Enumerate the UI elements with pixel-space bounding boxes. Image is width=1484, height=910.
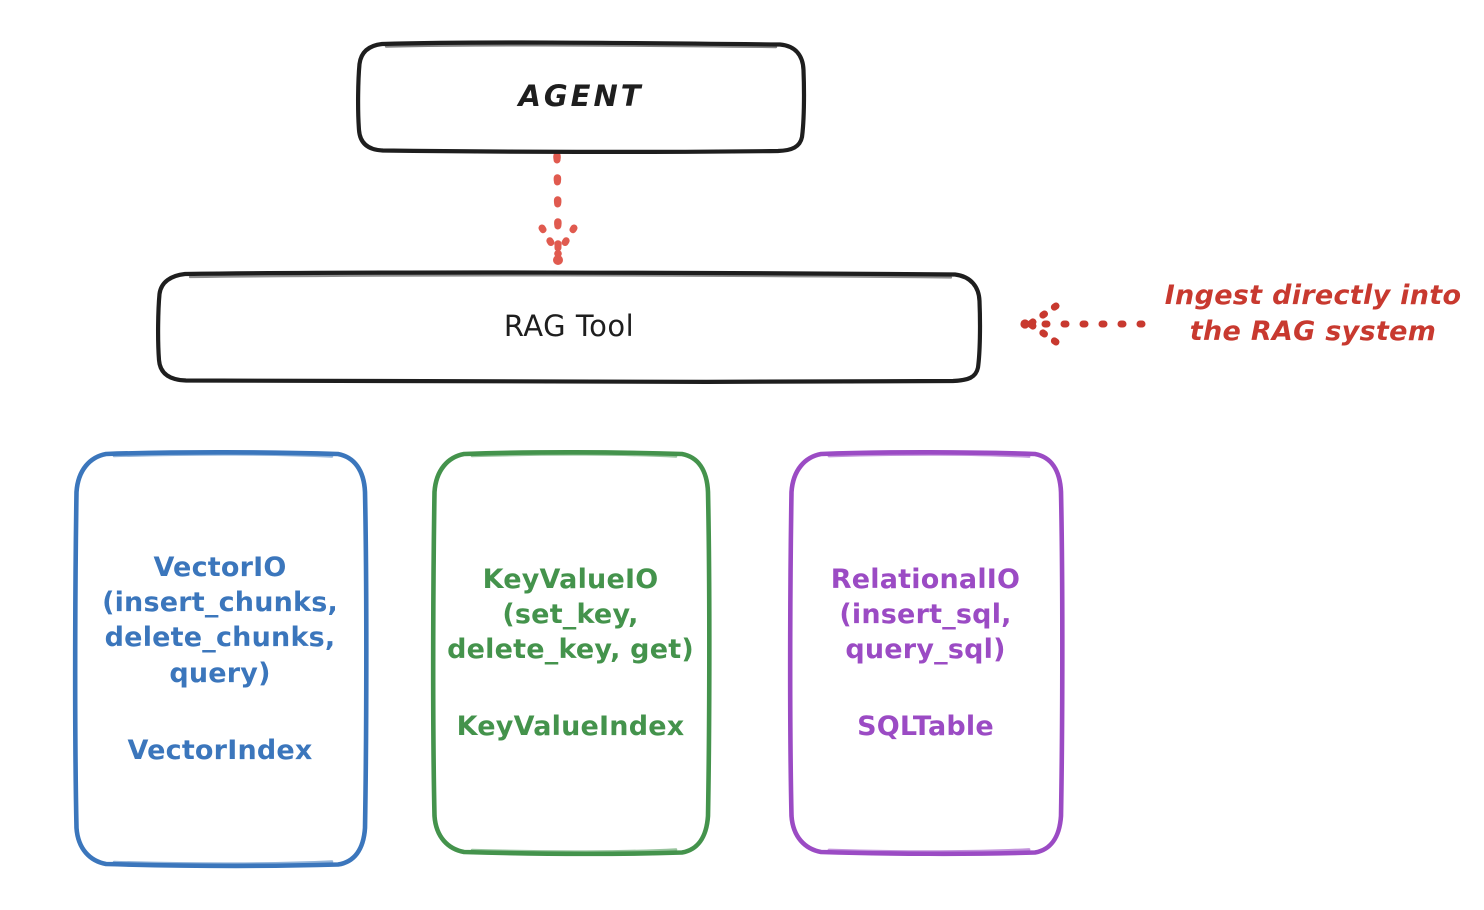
- keyvalueio-node[interactable]: KeyValueIO (set_key, delete_key, get) Ke…: [428, 450, 713, 857]
- agent-label: AGENT: [518, 78, 644, 113]
- ingest-annotation-text: Ingest directly into the RAG system: [1164, 280, 1462, 347]
- keyvalueio-index-label: KeyValueIndex: [456, 711, 685, 743]
- rag-tool-node[interactable]: RAG Tool: [155, 270, 983, 385]
- agent-node[interactable]: AGENT: [355, 40, 807, 155]
- relationalio-api-label: RelationalIO (insert_sql, query_sql): [830, 563, 1021, 665]
- relationalio-index-label: SQLTable: [857, 711, 994, 743]
- vectorio-api-label: VectorIO (insert_chunks, delete_chunks, …: [102, 552, 338, 689]
- rag-tool-label: RAG Tool: [503, 308, 635, 343]
- ingest-annotation-arrow: [1020, 302, 1146, 346]
- vectorio-node[interactable]: VectorIO (insert_chunks, delete_chunks, …: [70, 450, 370, 869]
- keyvalueio-api-label: KeyValueIO (set_key, delete_key, get): [447, 563, 694, 665]
- vectorio-index-label: VectorIndex: [127, 734, 313, 766]
- agent-to-rag-arrow: [538, 152, 578, 265]
- relationalio-node[interactable]: RelationalIO (insert_sql, query_sql) SQL…: [785, 450, 1066, 857]
